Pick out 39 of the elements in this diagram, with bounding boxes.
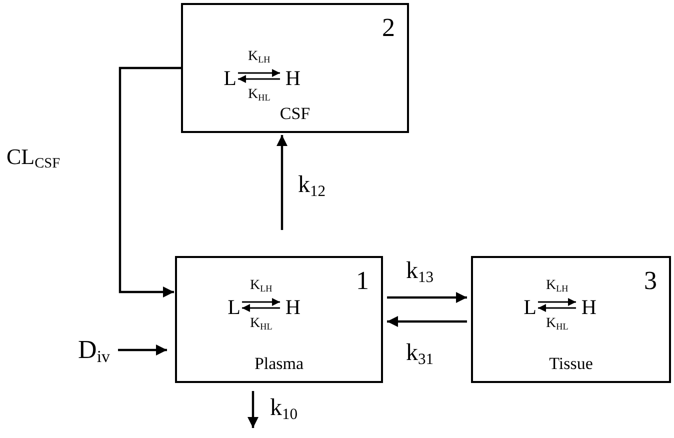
edge-label: k$_{12}$ xyxy=(298,172,326,199)
edge-label: k$_{13}$ xyxy=(406,258,434,285)
edge-label: k$_{31}$ xyxy=(406,340,434,367)
compartment-name: Tissue xyxy=(549,355,593,373)
arrow xyxy=(387,316,467,327)
state-label: H xyxy=(579,296,599,318)
compartment-box xyxy=(175,256,383,383)
compartment-name: CSF xyxy=(280,105,310,123)
compartment-box xyxy=(181,3,409,133)
arrow xyxy=(248,391,258,428)
compartment-number: 2 xyxy=(382,15,395,41)
edge-label: CL$_{CSF}$ xyxy=(6,146,60,171)
compartment-box xyxy=(471,256,671,383)
compartment-name: Plasma xyxy=(254,355,304,373)
arrow xyxy=(238,69,280,77)
arrow xyxy=(242,298,280,306)
state-label: H xyxy=(283,67,303,89)
arrow xyxy=(276,135,288,230)
edge-label: K$_{HL}$ xyxy=(546,317,568,332)
arrow xyxy=(242,304,280,312)
arrow xyxy=(118,344,167,356)
state-label: L xyxy=(221,67,239,89)
edge-label: K$_{LH}$ xyxy=(250,279,272,294)
dose-label: D$_{iv}$ xyxy=(72,333,116,367)
state-label: H xyxy=(283,296,303,318)
arrow xyxy=(238,75,280,83)
state-label: L xyxy=(521,296,539,318)
arrow xyxy=(538,304,576,312)
compartment-number: 1 xyxy=(356,268,369,294)
arrow xyxy=(387,292,467,303)
edge-label: K$_{HL}$ xyxy=(248,88,270,102)
edge-label: K$_{HL}$ xyxy=(250,317,272,332)
arrow xyxy=(118,66,181,298)
arrow xyxy=(538,298,576,306)
state-label: L xyxy=(225,296,243,318)
edge-label: k$_{10}$ xyxy=(270,396,298,422)
compartment-number: 3 xyxy=(644,268,657,294)
edge-label: K$_{LH}$ xyxy=(546,279,568,294)
edge-label: K$_{LH}$ xyxy=(248,50,270,64)
